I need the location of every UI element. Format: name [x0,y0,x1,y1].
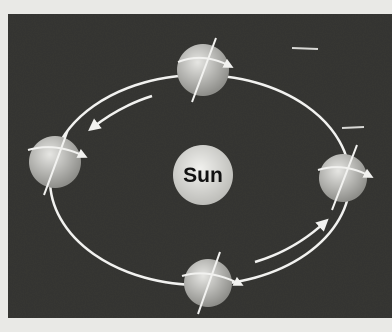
photo-scratch [342,127,364,128]
sun: Sun [173,145,233,205]
photo-scratch [292,48,318,49]
sun-label: Sun [183,164,223,187]
